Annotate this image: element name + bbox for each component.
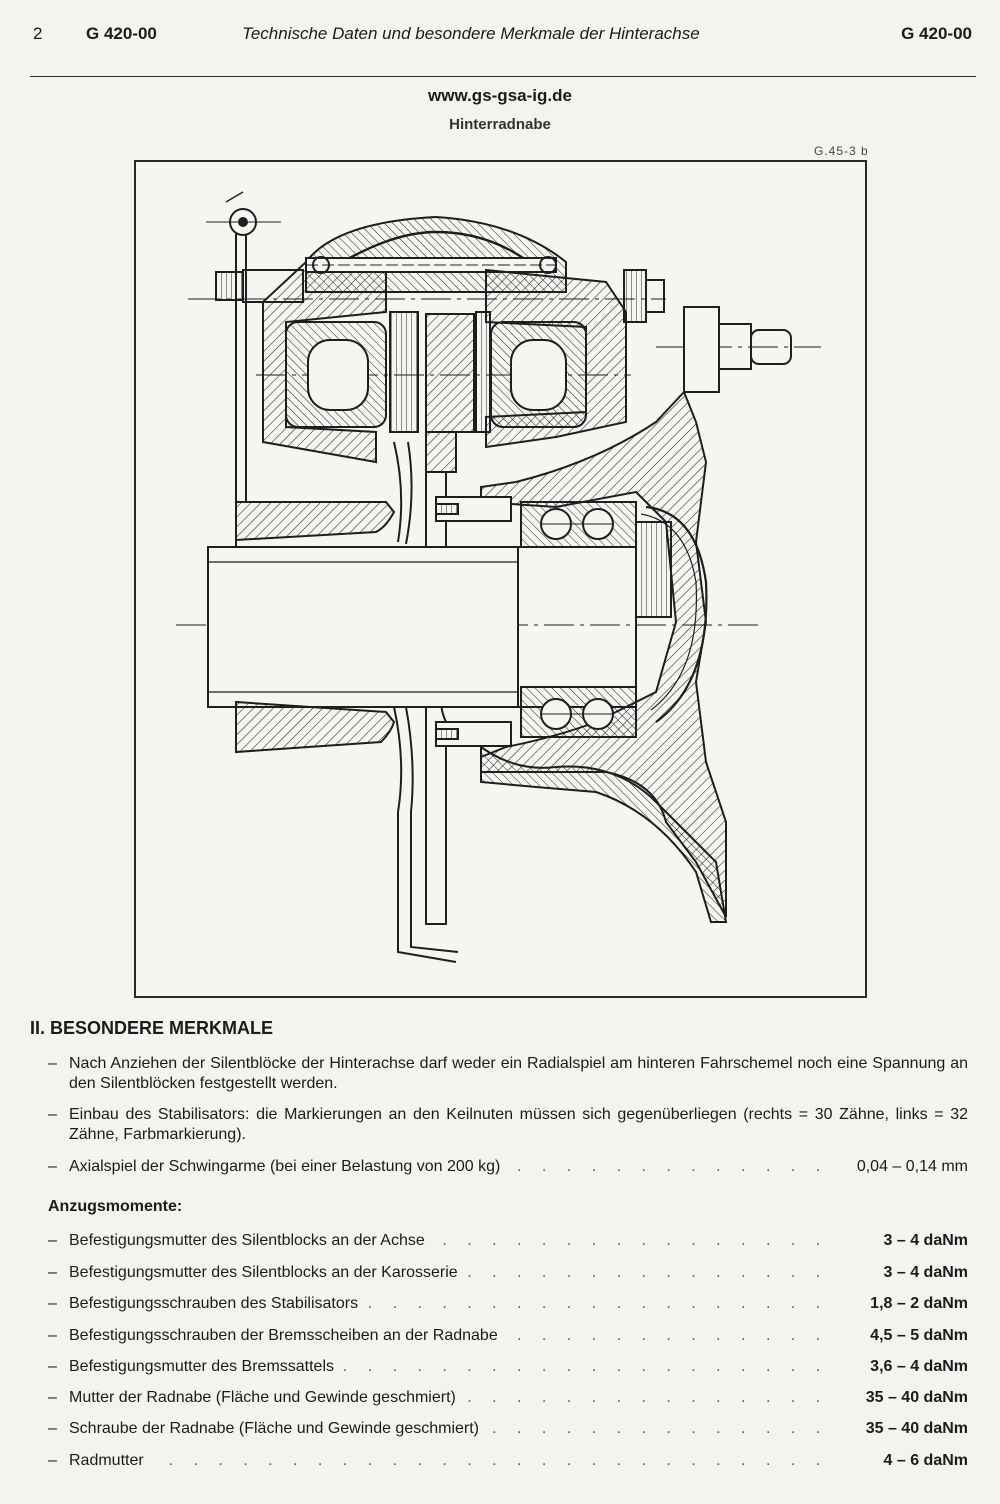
torque-value: 4 – 6 daNm [883,1452,968,1469]
torque-row: – . . . . . . . . . . . . . . . . . . . … [48,1232,968,1254]
doc-code-right: G 420-00 [901,24,972,43]
torque-value: 1,8 – 2 daNm [870,1295,968,1312]
torque-value: 4,5 – 5 daNm [870,1327,968,1344]
torques-heading: Anzugsmomente: [48,1198,183,1215]
feature-bullet: – Nach Anziehen der Silentblöcke der Hin… [48,1054,968,1094]
torque-value: 3 – 4 daNm [883,1232,968,1249]
header-rule [30,76,976,77]
axial-play-label: Axialspiel der Schwingarme (bei einer Be… [69,1158,505,1176]
section-heading: II. BESONDERE MERKMALE [30,1018,274,1038]
torque-label: Befestigungsmutter des Silentblocks an d… [69,1264,462,1282]
torque-label: Befestigungsmutter des Bremssattels [69,1358,339,1376]
torque-label: Radmutter [69,1452,148,1470]
torque-label: Befestigungsschrauben des Stabilisators [69,1295,363,1313]
header-title: Technische Daten und besondere Merkmale … [242,24,700,43]
figure-reference: G.45-3 b [814,144,869,158]
page-number: 2 [33,24,43,43]
hub-section-drawing [134,160,867,998]
torque-label: Befestigungsschrauben der Bremsscheiben … [69,1327,502,1345]
bullet-dash: – [48,1452,57,1469]
bullet-dash: – [48,1106,57,1123]
bullet-dash: – [48,1158,57,1175]
bullet-text: Einbau des Stabilisators: die Markierung… [69,1106,968,1143]
torque-row: – . . . . . . . . . . . . . . . . . . . … [48,1420,968,1442]
torque-row: – . . . . . . . . . . . . . . . . . . . … [48,1389,968,1411]
torque-value: 3 – 4 daNm [883,1264,968,1281]
bullet-dash: – [48,1389,57,1406]
axial-play-row: – . . . . . . . . . . . . . . . . . . . … [48,1158,968,1180]
bullet-dash: – [48,1232,57,1249]
torque-row: – . . . . . . . . . . . . . . . . . . . … [48,1452,968,1474]
torque-row: – . . . . . . . . . . . . . . . . . . . … [48,1327,968,1349]
torque-value: 3,6 – 4 daNm [870,1358,968,1375]
torque-row: – . . . . . . . . . . . . . . . . . . . … [48,1358,968,1380]
bullet-dash: – [48,1358,57,1375]
torque-label: Schraube der Radnabe (Fläche und Gewinde… [69,1420,484,1438]
torque-value: 35 – 40 daNm [865,1420,968,1437]
dot-leader: . . . . . . . . . . . . . . . . . . . . … [69,1452,836,1469]
bullet-dash: – [48,1055,57,1072]
bullet-text: Nach Anziehen der Silentblöcke der Hinte… [69,1055,968,1092]
figure-title: Hinterradnabe [449,116,551,133]
axial-play-value: 0,04 – 0,14 mm [856,1158,968,1175]
doc-code-left: G 420-00 [86,24,157,43]
website-link[interactable]: www.gs-gsa-ig.de [428,86,572,105]
bullet-dash: – [48,1295,57,1312]
torque-row: – . . . . . . . . . . . . . . . . . . . … [48,1295,968,1317]
bullet-dash: – [48,1327,57,1344]
torque-row: – . . . . . . . . . . . . . . . . . . . … [48,1264,968,1286]
torque-label: Befestigungsmutter des Silentblocks an d… [69,1232,429,1250]
feature-bullet: – Einbau des Stabilisators: die Markieru… [48,1105,968,1145]
bullet-dash: – [48,1420,57,1437]
bullet-dash: – [48,1264,57,1281]
technical-drawing-icon [176,191,821,963]
torque-label: Mutter der Radnabe (Fläche und Gewinde g… [69,1389,460,1407]
torque-value: 35 – 40 daNm [865,1389,968,1406]
page-header: 2 G 420-00 Technische Daten und besonder… [0,24,1000,48]
